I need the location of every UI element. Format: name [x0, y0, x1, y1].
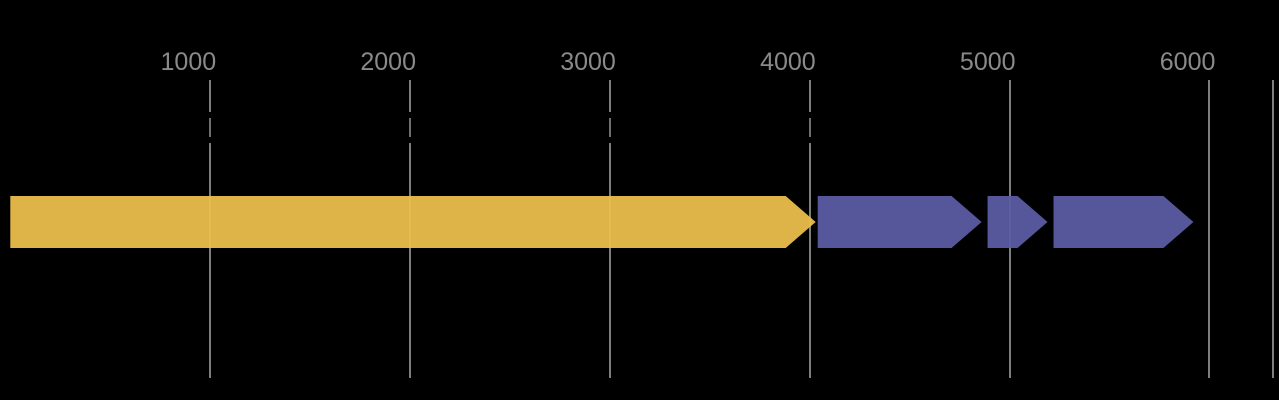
gridline-4000 [808, 80, 811, 378]
tick-label-2000: 2000 [360, 48, 416, 76]
gridline-6000 [1208, 80, 1211, 378]
gene-arrow-feature-2 [817, 196, 982, 248]
tick-label-3000: 3000 [560, 48, 616, 76]
sequence-end-line [1272, 80, 1275, 378]
tick-label-6000: 6000 [1159, 48, 1216, 76]
gene-arrow-feature-1 [10, 196, 816, 248]
tick-label-5000: 5000 [959, 48, 1016, 76]
gene-arrow-feature-4 [1053, 196, 1194, 248]
tick-label-4000: 4000 [760, 48, 816, 76]
tick-label-1000: 1000 [160, 48, 217, 76]
gene-arrow-feature-3 [987, 196, 1048, 248]
